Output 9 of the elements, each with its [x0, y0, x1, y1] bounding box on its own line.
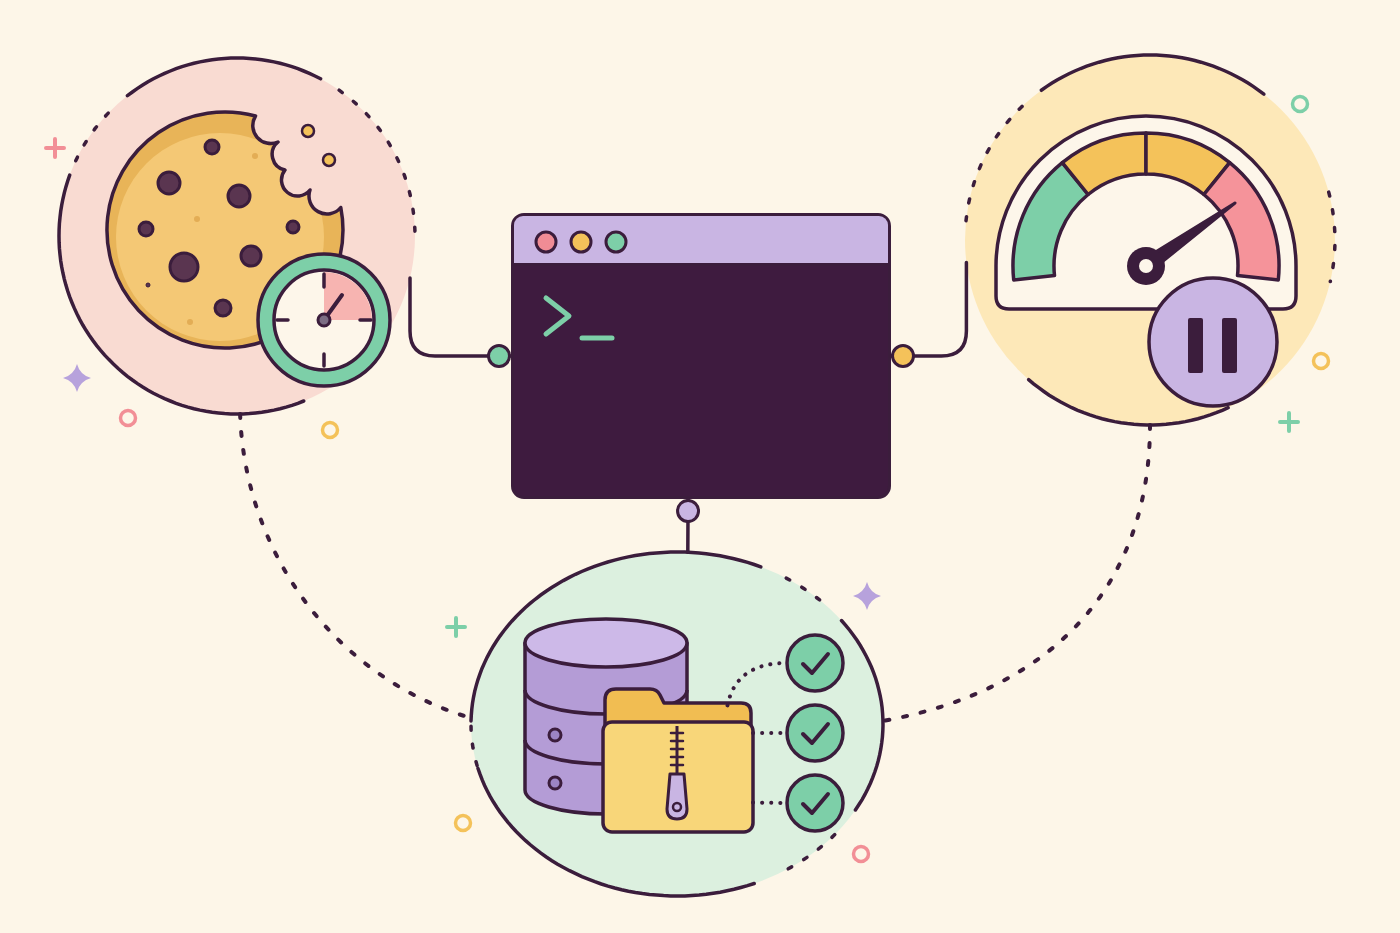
- check-circle-icon: [784, 772, 846, 834]
- connector-line: [676, 497, 701, 554]
- connector-line: [408, 276, 513, 368]
- connector-line: [889, 260, 969, 368]
- zip-folder-icon: [601, 686, 755, 835]
- terminal-window: [511, 213, 891, 499]
- check-circle-icon: [784, 632, 846, 694]
- dotted-line: [881, 423, 1152, 723]
- check-circle-icon: [784, 702, 846, 764]
